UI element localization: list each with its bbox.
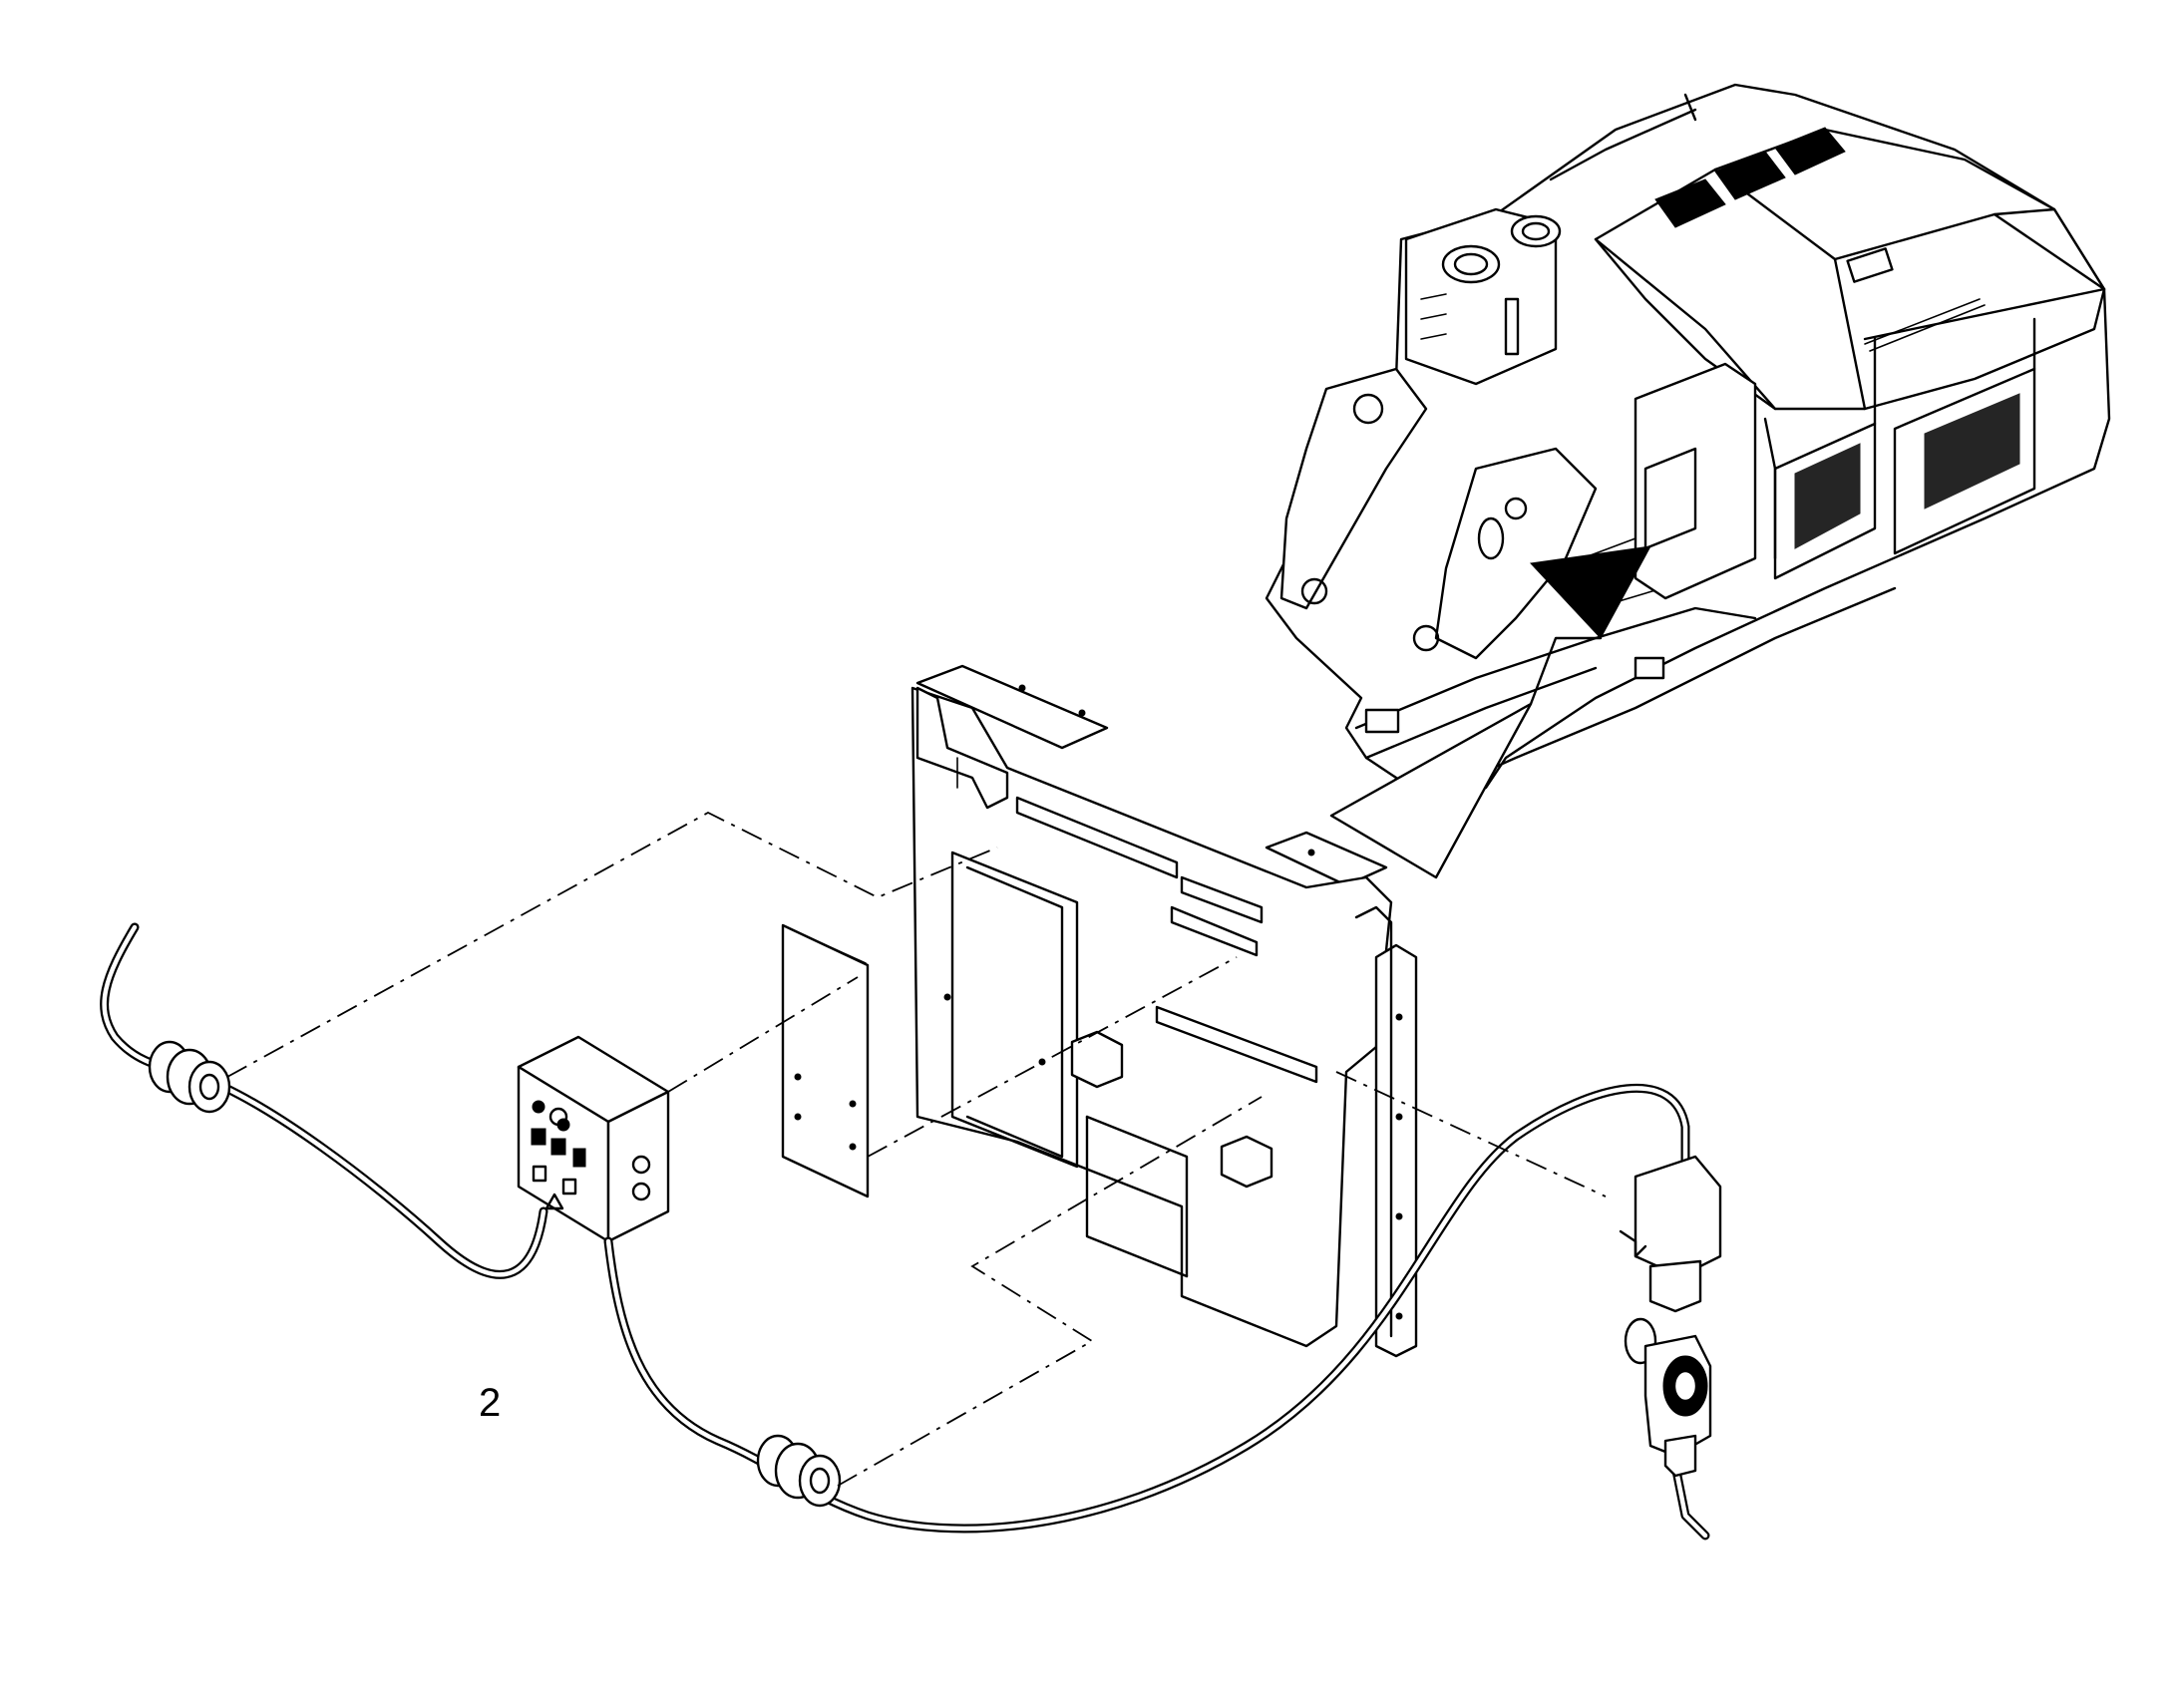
location-pointer-cone bbox=[1329, 545, 1651, 879]
cover-plate bbox=[781, 923, 870, 1198]
cable-grommet-upper bbox=[148, 1040, 231, 1114]
mounting-frame bbox=[910, 664, 1418, 1358]
socket-connector bbox=[1624, 1317, 1712, 1478]
plug-connector bbox=[1619, 1155, 1722, 1313]
cable-grommet-lower bbox=[756, 1434, 842, 1508]
machine-upper-structure bbox=[1265, 83, 2111, 800]
assembly-leader-lines bbox=[226, 811, 1607, 1487]
control-box bbox=[517, 1035, 670, 1243]
cables bbox=[100, 922, 1710, 1540]
callout-number-2: 2 bbox=[479, 1381, 501, 1425]
